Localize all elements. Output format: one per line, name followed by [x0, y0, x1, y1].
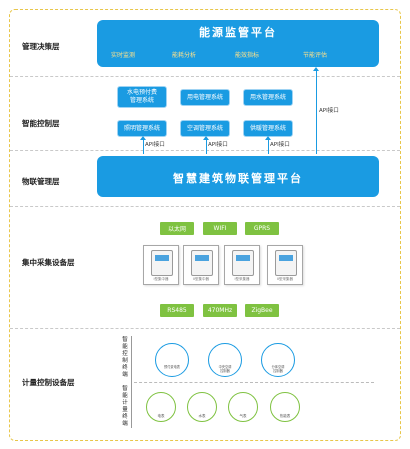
terminal-divider — [131, 336, 132, 428]
layer-label-management: 管理决策层 — [22, 42, 60, 51]
collector-device: I型采集器 — [224, 245, 260, 285]
metering-terminal-caption: 热能表 — [279, 414, 291, 418]
metering-terminal-water: 水表 — [187, 392, 217, 422]
metering-terminal-caption: 水表 — [198, 414, 206, 418]
api-label: API接口 — [319, 108, 339, 114]
system-box-lighting: 照明管理系统 — [117, 120, 167, 137]
collector-label: II型集中器 — [192, 277, 210, 281]
layer-label-metering: 计量控制设备层 — [22, 378, 75, 387]
diagram-frame — [9, 9, 401, 441]
control-terminal-label: 智能控制终端 — [122, 337, 128, 378]
api-label: API接口 — [270, 142, 290, 148]
layer-separator — [10, 206, 400, 207]
system-box-heating: 供暖管理系统 — [243, 120, 293, 137]
meter-icon — [275, 250, 297, 276]
energy-platform-item: 节能评估 — [303, 52, 328, 59]
collector-device: II型集中器 — [183, 245, 219, 285]
control-terminal-split-ac: 分体空调 控制器 — [261, 343, 295, 377]
metering-terminal-electric: 电表 — [146, 392, 176, 422]
collector-device: II型采集器 — [267, 245, 303, 285]
energy-monitoring-platform: 能源监管平台 实时监测 能耗分析 能效指标 节能评估 — [97, 20, 379, 67]
energy-platform-title: 能源监管平台 — [199, 26, 277, 39]
network-badge-wifi: WIFI — [203, 222, 237, 235]
control-terminal-caption: 分体空调 控制器 — [271, 365, 285, 373]
collector-device: I型集中器 — [143, 245, 179, 285]
collector-label: I型集中器 — [153, 277, 169, 281]
energy-platform-item: 实时监测 — [111, 52, 136, 59]
layer-label-control: 智能控制层 — [22, 119, 60, 128]
system-box-prepaid: 水电预付费 管理系统 — [117, 86, 167, 108]
layer-label-collection: 集中采集设备层 — [22, 258, 75, 267]
meter-icon — [232, 250, 254, 276]
metering-terminal-gas: 气表 — [228, 392, 258, 422]
metering-terminal-label: 智能计量终端 — [122, 386, 128, 427]
energy-platform-item: 能耗分析 — [172, 52, 197, 59]
control-terminal-caption: 中央空调 控制器 — [218, 365, 232, 373]
metering-terminal-heat: 热能表 — [270, 392, 300, 422]
system-box-air-conditioning: 空调管理系统 — [180, 120, 230, 137]
network-badge-ethernet: 以太网 — [160, 222, 194, 235]
meter-icon — [191, 250, 213, 276]
layer-label-iot: 物联管理层 — [22, 177, 60, 186]
iot-platform-title: 智慧建筑物联管理平台 — [173, 172, 303, 185]
system-box-electricity: 用电管理系统 — [180, 89, 230, 106]
control-terminal-central-ac: 中央空调 控制器 — [208, 343, 242, 377]
iot-management-platform: 智慧建筑物联管理平台 — [97, 156, 379, 197]
layer-separator — [10, 76, 400, 77]
api-label: API接口 — [145, 142, 165, 148]
metering-terminal-caption: 气表 — [239, 414, 247, 418]
api-arrow — [265, 136, 271, 154]
metering-terminal-caption: 电表 — [157, 414, 165, 418]
api-arrow — [203, 136, 209, 154]
network-badge-470mhz: 470MHz — [203, 304, 237, 317]
control-terminal-caption: 预付费电表 — [164, 365, 180, 369]
terminal-separator — [134, 382, 374, 383]
api-arrow — [313, 67, 319, 154]
energy-platform-item: 能效指标 — [235, 52, 260, 59]
network-badge-gprs: GPRS — [245, 222, 279, 235]
system-box-water: 用水管理系统 — [243, 89, 293, 106]
collector-label: II型采集器 — [276, 277, 294, 281]
meter-icon — [151, 250, 173, 276]
api-arrow — [140, 136, 146, 154]
api-label: API接口 — [208, 142, 228, 148]
control-terminal-prepaid-meter: 预付费电表 — [155, 343, 189, 377]
layer-separator — [10, 150, 400, 151]
network-badge-rs485: RS485 — [160, 304, 194, 317]
layer-separator — [10, 328, 400, 329]
network-badge-zigbee: ZigBee — [245, 304, 279, 317]
collector-label: I型采集器 — [234, 277, 250, 281]
